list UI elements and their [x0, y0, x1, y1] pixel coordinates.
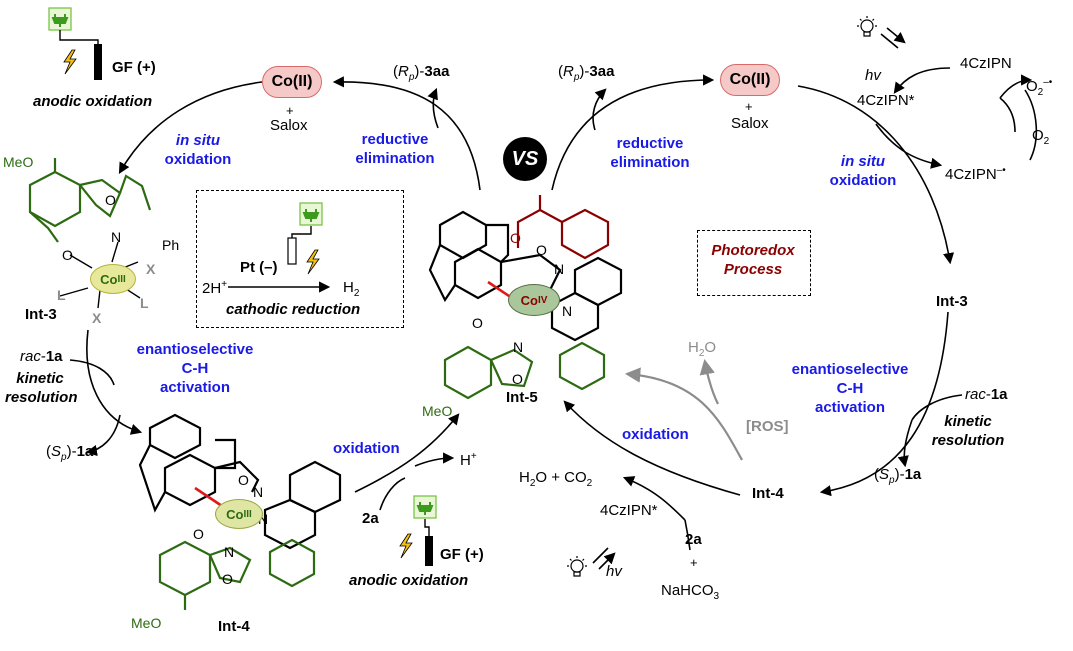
ros-label: [ROS]: [746, 418, 789, 435]
nitrogen-atom: N: [554, 261, 565, 277]
oxygen-atom: O: [512, 371, 523, 387]
electricity-icon-anodic-2: [399, 495, 437, 566]
superoxide-label: O2–•: [1026, 77, 1053, 98]
co-ii-catalyst-left: Co(II): [262, 66, 322, 98]
racemic-1a-left: rac-1a: [20, 348, 63, 365]
meo-label-int4: MeO: [131, 615, 162, 631]
left-cycle-arrows: [69, 76, 481, 511]
product-rp-3aa-left: (Rp)-3aa: [393, 63, 450, 83]
racemic-1a-right: rac-1a: [965, 386, 1008, 403]
oxygen-atom: O: [222, 571, 233, 587]
proton-byproduct: H+: [460, 451, 477, 469]
int3-label-right: Int-3: [936, 293, 968, 310]
gf-anode-label: GF (+): [112, 59, 156, 76]
phenyl-label: Ph: [162, 237, 180, 253]
sodium-bicarbonate: NaHCO3: [661, 582, 720, 602]
nitrogen-atom: N: [258, 511, 269, 527]
int5-label: Int-5: [506, 389, 538, 406]
cathodic-reduction-label: cathodic reduction: [226, 301, 361, 318]
water-co2-byproduct: H2O + CO2: [519, 469, 593, 489]
int3-bonds: [59, 241, 141, 309]
plus-sign: +: [286, 103, 294, 118]
int3-structure: [28, 158, 152, 243]
oxygen-atom: O: [62, 247, 73, 263]
meo-label-int5: MeO: [422, 403, 453, 419]
protons-label: 2H+: [202, 279, 228, 297]
x-ligand: X: [92, 310, 102, 326]
int4-structure: [138, 413, 342, 550]
sp-1a-left: (Sp)-1a: [46, 443, 94, 463]
nitrogen-atom: N: [224, 544, 235, 560]
water-byproduct-grey: H2O: [688, 339, 717, 359]
platinum-cathode-label: Pt (–): [240, 259, 278, 276]
light-hv-label-2: hv: [606, 563, 622, 580]
meo-label-int3: MeO: [3, 154, 34, 170]
int3-label-left: Int-3: [25, 306, 57, 323]
nitrogen-atom: N: [111, 229, 122, 245]
int5-salox: [443, 341, 606, 400]
oxygen-atom: O: [472, 315, 483, 331]
oxygen-atom: O: [193, 526, 204, 542]
right-cycle-arrows: [551, 67, 1038, 551]
reduced-photocatalyst: 4CzIPN–•: [945, 165, 1006, 183]
lightbulb-icon-2: [566, 548, 614, 577]
nitrogen-atom: N: [253, 484, 264, 500]
oxygen-label: O2: [1032, 127, 1050, 147]
nitrogen-atom: N: [562, 303, 573, 319]
int4-co-bond: [194, 486, 223, 508]
int4-salox: [158, 538, 316, 610]
oxidation-label-left: oxidation: [333, 440, 400, 457]
oxygen-atom: O: [536, 242, 547, 258]
cathodic-reduction-box: [196, 190, 404, 328]
co-ii-catalyst-right: Co(II): [720, 64, 780, 96]
salox-ligand-left: Salox: [270, 117, 308, 134]
int4-label-right: Int-4: [752, 485, 784, 502]
reagent-2a-left: 2a: [362, 510, 379, 527]
reagent-2a-right: 2a: [685, 531, 702, 548]
versus-badge: VS: [503, 137, 547, 181]
excited-photocatalyst: 4CzIPN*: [857, 92, 915, 109]
photocatalyst-4czipn: 4CzIPN: [960, 55, 1012, 72]
oxygen-atom: O: [238, 472, 249, 488]
oxygen-atom: O: [510, 230, 521, 246]
plus-sign: +: [690, 555, 698, 570]
l-ligand: L: [140, 295, 149, 311]
photoredox-box: [697, 230, 811, 296]
salox-ligand-right: Salox: [731, 115, 769, 132]
product-rp-3aa-right: (Rp)-3aa: [558, 63, 615, 83]
sp-1a-right: (Sp)-1a: [874, 466, 922, 486]
anodic-oxidation-label: anodic oxidation: [33, 93, 153, 110]
int5-structure: [428, 210, 623, 342]
plus-sign: +: [745, 99, 753, 114]
oxygen-atom: O: [105, 192, 116, 208]
l-ligand: L: [57, 287, 66, 303]
electricity-icon-cathodic: [287, 202, 323, 275]
nitrogen-atom: N: [513, 339, 524, 355]
electricity-icon: [48, 7, 102, 80]
x-ligand: X: [146, 261, 156, 277]
int4-label-left: Int-4: [218, 618, 250, 635]
ros-arrows: [624, 358, 743, 461]
oxidation-label-right: oxidation: [622, 426, 689, 443]
int5-benzoate: [516, 195, 610, 260]
lightbulb-icon: [856, 15, 904, 48]
hydrogen-gas-label: H2: [343, 279, 360, 299]
excited-photocatalyst-2: 4CzIPN*: [600, 502, 658, 519]
anodic-oxidation-label-2: anodic oxidation: [349, 572, 469, 589]
gf-anode-label-2: GF (+): [440, 546, 484, 563]
light-hv-label: hv: [865, 67, 881, 84]
